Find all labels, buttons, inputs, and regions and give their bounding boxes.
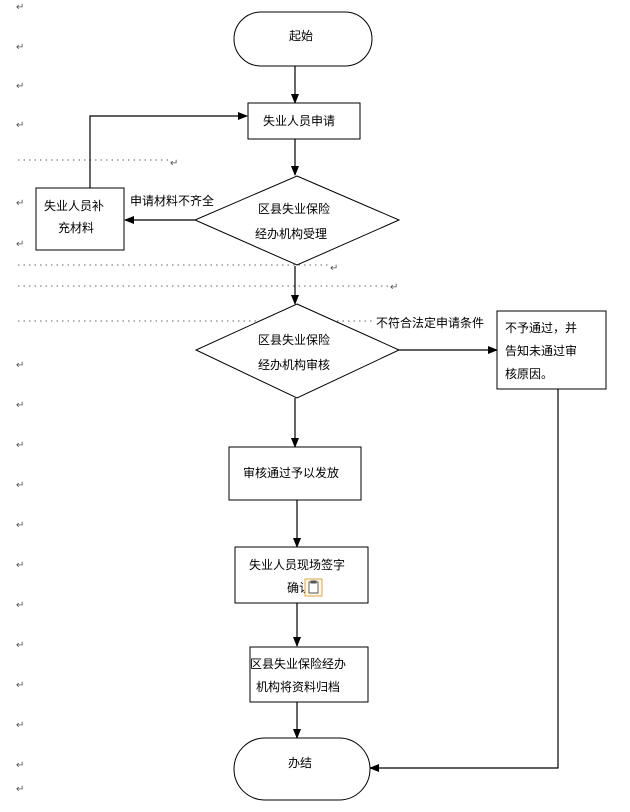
paragraph-mark: ↵ <box>16 720 24 731</box>
paragraph-marks: ↵ ↵ ↵ ↵ ↵ ↵ ↵ ↵ ↵ ↵ ↵ ↵ ↵ ↵ ↵ ↵ ↵ ↵ ↵ ↵ … <box>16 2 398 795</box>
paragraph-mark: ↵ <box>16 198 24 209</box>
paragraph-mark: ↵ <box>16 360 24 371</box>
edge-label-incomplete: 申请材料不齐全 <box>130 193 214 208</box>
reject-label-line3: 核原因。 <box>505 367 553 381</box>
archive-label-line2: 机构将资料归档 <box>256 679 340 694</box>
review-decision-diamond <box>194 303 401 399</box>
reject-box <box>496 310 607 390</box>
paragraph-mark: ↵ <box>16 42 24 53</box>
review-label-line1: 区县失业保险 <box>258 332 330 347</box>
paragraph-mark: ↵ <box>16 2 24 13</box>
paragraph-mark: ↵ <box>16 520 24 531</box>
approve-box <box>228 446 362 501</box>
accept-decision-diamond <box>193 175 401 266</box>
end-label: 办结 <box>288 755 312 770</box>
arrow-supplement-to-apply <box>89 112 248 188</box>
reject-label-line2: 告知未通过审 <box>505 343 577 358</box>
supplement-box <box>35 187 125 251</box>
paragraph-mark: ↵ <box>16 400 24 411</box>
archive-label-line1: 区县失业保险经办 <box>250 656 346 671</box>
paragraph-mark: ↵ <box>16 81 24 92</box>
paragraph-mark: ↵ <box>330 263 338 274</box>
apply-label: 失业人员申请 <box>263 113 335 128</box>
edge-label-not-qualified: 不符合法定申请条件 <box>376 315 484 330</box>
paragraph-mark: ↵ <box>16 600 24 611</box>
review-label-line2: 经办机构审核 <box>258 357 330 372</box>
paragraph-mark: ↵ <box>16 784 24 795</box>
approve-label: 审核通过予以发放 <box>243 465 339 480</box>
start-label: 起始 <box>289 29 313 43</box>
paragraph-mark: ↵ <box>16 680 24 691</box>
reject-label-line1: 不予通过，并 <box>505 321 577 335</box>
paragraph-mark: ↵ <box>16 120 24 131</box>
accept-label-line1: 区县失业保险 <box>258 201 330 216</box>
supplement-label-line1: 失业人员补 <box>44 198 104 213</box>
paragraph-mark: ↵ <box>16 239 24 250</box>
paragraph-mark: ↵ <box>16 480 24 491</box>
paragraph-mark: ↵ <box>16 640 24 651</box>
apply-box <box>247 102 361 140</box>
end-terminator <box>233 737 371 801</box>
supplement-label-line2: 充材料 <box>58 220 94 235</box>
archive-box <box>249 646 369 703</box>
paragraph-mark: ↵ <box>16 440 24 451</box>
sign-label-line1: 失业人员现场签字 <box>249 557 345 572</box>
arrow-reject-to-end <box>369 388 559 772</box>
accept-label-line2: 经办机构受理 <box>255 226 327 241</box>
clipboard-icon <box>308 580 319 594</box>
start-terminator <box>233 11 373 67</box>
paragraph-mark: ↵ <box>16 760 24 771</box>
sign-box <box>234 546 369 604</box>
paragraph-mark: ↵ <box>170 158 178 169</box>
paragraph-mark: ↵ <box>16 560 24 571</box>
paragraph-mark: ↵ <box>390 282 398 293</box>
